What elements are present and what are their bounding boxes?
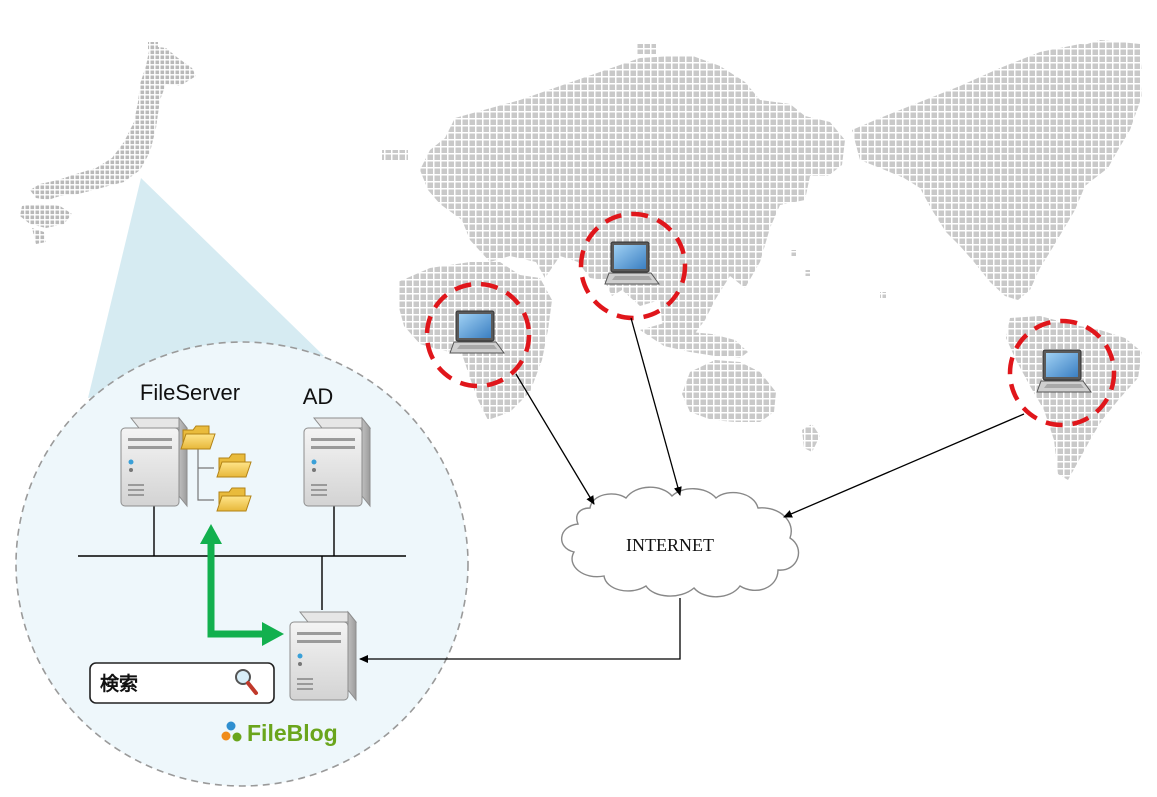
office-lan-circle [15, 341, 469, 787]
remote-client-south-america[interactable] [1007, 318, 1117, 428]
folder-tree [180, 425, 252, 512]
zoom-callout [88, 178, 324, 398]
fileserver-label: FileServer [140, 380, 240, 405]
map-region-sea-islands [640, 322, 748, 358]
internet-to-fileblog-arrow [359, 598, 681, 663]
asia-to-internet-arrow [630, 317, 682, 496]
fileblog-brand-text: FileBlog [247, 720, 338, 746]
internet-cloud-icon: INTERNET [561, 486, 800, 598]
map-region-north-america [852, 44, 1142, 300]
japan-map [20, 42, 196, 244]
search-box-label: 検索 [100, 672, 138, 695]
fileblog-logo: FileBlog [221, 720, 338, 746]
ad-server-icon[interactable] [303, 417, 371, 507]
fileblog-server-icon[interactable] [289, 611, 357, 701]
search-access-arrow [200, 524, 284, 646]
southamerica-to-internet-arrow [783, 413, 1025, 518]
map-region-south-america [1006, 316, 1142, 480]
search-box[interactable]: 検索 [89, 662, 275, 704]
fileserver-server-icon[interactable] [120, 417, 188, 507]
fileblog-logo-icon [221, 721, 242, 742]
remote-client-asia[interactable] [578, 211, 688, 321]
internet-label: INTERNET [626, 535, 714, 555]
map-region-australia [682, 360, 776, 422]
magnifier-icon[interactable] [235, 669, 258, 695]
map-region-eurasia [420, 55, 845, 346]
remote-client-africa[interactable] [424, 281, 532, 389]
network-connections [359, 317, 1025, 663]
lan-wiring [78, 505, 406, 610]
ad-label: AD [303, 384, 334, 409]
africa-to-internet-arrow [515, 373, 595, 505]
